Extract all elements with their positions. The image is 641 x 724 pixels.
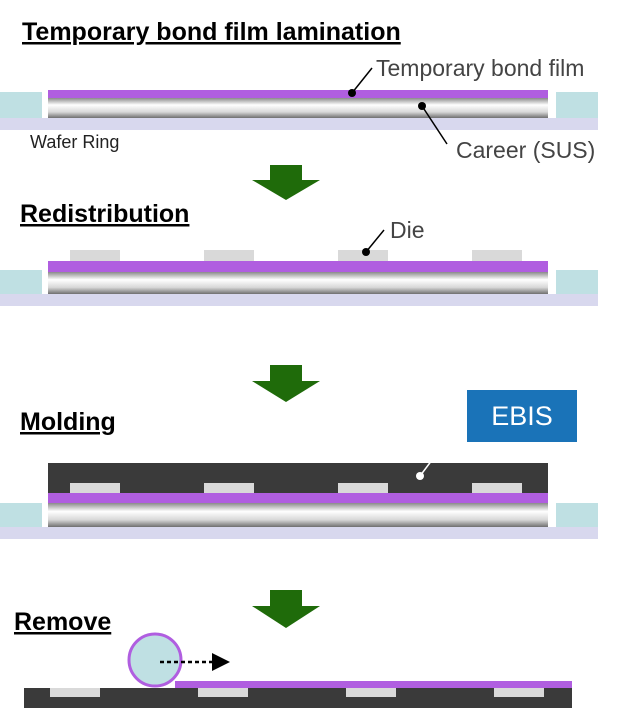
ebis-box xyxy=(467,390,577,442)
die xyxy=(198,688,248,697)
stack-redistribution xyxy=(0,250,598,306)
die xyxy=(338,483,388,493)
down-arrow-icon xyxy=(252,365,320,402)
step-title-redistribution: Redistribution xyxy=(20,200,189,228)
die xyxy=(346,688,396,697)
down-arrow-icon xyxy=(252,590,320,628)
wafer-ring-left xyxy=(0,270,42,294)
wafer-ring-left xyxy=(0,92,42,118)
career-label: Career (SUS) xyxy=(456,137,595,163)
die xyxy=(204,483,254,493)
mold-compound xyxy=(48,463,548,495)
carrier-sus xyxy=(48,272,548,294)
temporary-bond-film-peeling xyxy=(175,681,572,688)
ring-base xyxy=(0,118,598,130)
temporary-bond-film xyxy=(48,90,548,98)
ebis-label: EBIS xyxy=(491,401,553,431)
stack-lamination xyxy=(0,90,598,130)
wafer-ring-right xyxy=(556,270,598,294)
step-title-lamination: Temporary bond film lamination xyxy=(22,18,401,46)
wafer-ring-right xyxy=(556,503,598,527)
die xyxy=(204,250,254,261)
die-label: Die xyxy=(390,217,425,243)
die xyxy=(70,250,120,261)
mold-compound xyxy=(24,688,572,708)
die-leader-dot xyxy=(362,248,370,256)
right-arrow-icon xyxy=(212,653,230,671)
ebis-leader-line xyxy=(419,419,463,477)
step-title-remove: Remove xyxy=(14,608,111,636)
film-leader-dot xyxy=(348,89,356,97)
career-leader-line xyxy=(421,105,448,145)
wafer-ring-label: Wafer Ring xyxy=(30,132,119,152)
die xyxy=(50,688,100,697)
stack-molding xyxy=(0,463,598,539)
step-title-molding: Molding xyxy=(20,408,116,436)
temporary-bond-film xyxy=(48,261,548,272)
career-leader-dot xyxy=(418,102,426,110)
die xyxy=(494,688,544,697)
ring-base xyxy=(0,527,598,539)
wafer-ring-right xyxy=(556,92,598,118)
carrier-sus xyxy=(48,98,548,118)
temporary-bond-film xyxy=(48,493,548,503)
roller-icon xyxy=(127,632,183,688)
die xyxy=(338,250,388,261)
die xyxy=(472,250,522,261)
stack-remove xyxy=(24,632,572,708)
carrier-sus xyxy=(48,503,548,527)
wafer-ring-left xyxy=(0,503,42,527)
ebis-leader-dot xyxy=(416,472,424,480)
die xyxy=(70,483,120,493)
down-arrow-icon xyxy=(252,165,320,200)
die-leader-line xyxy=(365,229,385,253)
die xyxy=(472,483,522,493)
ring-base xyxy=(0,294,598,306)
film-leader-line xyxy=(351,67,373,94)
temporary-bond-film-label: Temporary bond film xyxy=(376,55,584,81)
